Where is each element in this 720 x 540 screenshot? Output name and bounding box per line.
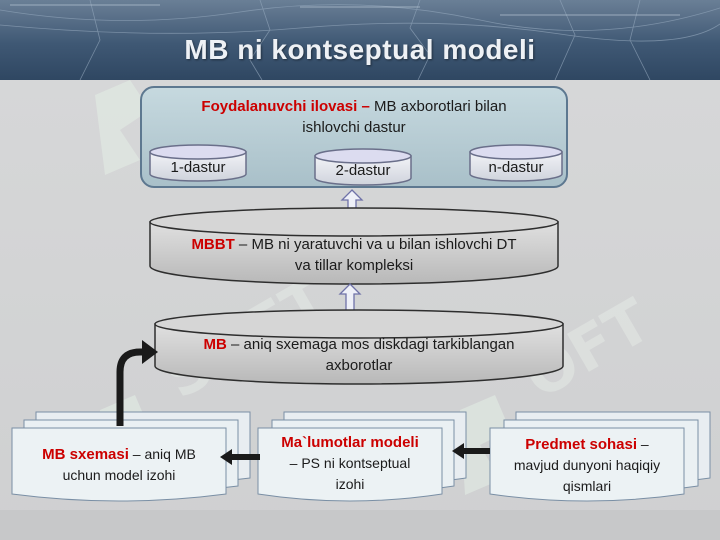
- title-banner: MB ni kontseptual modeli: [0, 0, 720, 80]
- data-model-caption: Ma`lumotlar modeli – PS ni kontseptual i…: [260, 432, 440, 495]
- program-2-label: 2-dastur: [335, 162, 391, 179]
- user-applications-term: Foydalanuvchi ilovasi –: [201, 98, 370, 115]
- user-applications-desc-2: ishlovchi dastur: [302, 119, 406, 136]
- schema-desc-1: – aniq MB: [128, 446, 196, 462]
- arrow-subject-to-model: [452, 443, 490, 459]
- data-model-term: Ma`lumotlar modeli: [281, 434, 419, 451]
- mbbt-term: MBBT: [191, 236, 235, 253]
- schema-doc-stack: [11, 411, 251, 502]
- arrow-model-to-schema: [220, 449, 260, 465]
- mb-desc-2: axborotlar: [325, 357, 393, 374]
- subject-area-desc-3: qismlari: [562, 478, 612, 494]
- schema-desc-2: uchun model izohi: [62, 467, 176, 483]
- data-model-desc-2: izohi: [335, 476, 365, 492]
- program-1-label: 1-dastur: [170, 159, 226, 176]
- mbbt-caption: MBBT – MB ni yaratuvchi va u bilan ishlo…: [150, 234, 558, 276]
- data-model-desc-1: – PS ni kontseptual: [289, 455, 411, 471]
- map-background: [0, 0, 720, 80]
- program-n-label: n-dastur: [488, 159, 544, 176]
- mbbt-desc-2: va tillar kompleksi: [294, 257, 414, 274]
- data-model-doc-stack: [257, 411, 467, 502]
- subject-area-term: Predmet sohasi: [525, 436, 638, 453]
- mb-term: MB: [203, 336, 227, 353]
- program-1-cylinder: [149, 144, 247, 182]
- program-2-cylinder: [314, 148, 412, 186]
- user-applications-caption: Foydalanuvchi ilovasi – MB axborotlari b…: [150, 96, 558, 138]
- program-n-cylinder: [469, 144, 563, 182]
- mb-desc-1: – aniq sxemaga mos diskdagi tarkiblangan: [226, 336, 515, 353]
- schema-caption: MB sxemasi – aniq MB uchun model izohi: [14, 444, 224, 486]
- arrow-schema-to-mb: [116, 340, 158, 426]
- subject-area-desc-2: mavjud dunyoni haqiqiy: [513, 457, 661, 473]
- subject-area-desc-1: –: [637, 436, 649, 452]
- schema-term: MB sxemasi: [42, 446, 129, 463]
- footer-band: [0, 510, 720, 540]
- page-title: MB ni kontseptual modeli: [184, 34, 536, 65]
- subject-area-doc-stack: [489, 411, 711, 502]
- subject-area-caption: Predmet sohasi – mavjud dunyoni haqiqiy …: [492, 434, 682, 497]
- mb-caption: MB – aniq sxemaga mos diskdagi tarkiblan…: [155, 334, 563, 376]
- mbbt-desc-1: – MB ni yaratuvchi va u bilan ishlovchi …: [234, 236, 517, 253]
- mb-cylinder: [154, 309, 564, 385]
- mbbt-cylinder: [149, 207, 559, 285]
- user-applications-desc-1: MB axborotlari bilan: [369, 98, 507, 115]
